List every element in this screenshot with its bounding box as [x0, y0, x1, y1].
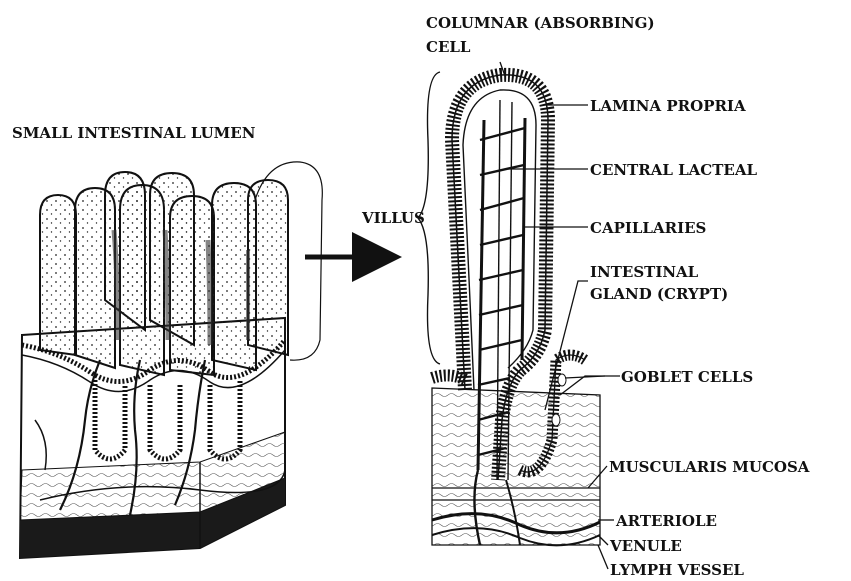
label-lamina-propria: LAMINA PROPRIA	[590, 97, 746, 115]
villi-group	[40, 162, 322, 375]
label-muscularis-mucosa: MUSCULARIS MUCOSA	[609, 458, 809, 476]
label-venule: VENULE	[610, 537, 682, 555]
label-arteriole: ARTERIOLE	[616, 512, 717, 530]
villus-detail	[418, 72, 600, 545]
label-columnar-cell-line1: COLUMNAR (ABSORBING)	[426, 14, 655, 32]
label-lymph-vessel: LYMPH VESSEL	[610, 561, 744, 579]
label-villus: VILLUS	[362, 209, 425, 227]
label-central-lacteal: CENTRAL LACTEAL	[590, 161, 757, 179]
label-goblet-cells: GOBLET CELLS	[621, 368, 753, 386]
label-capillaries: CAPILLARIES	[590, 219, 706, 237]
label-columnar-cell-line2: CELL	[426, 38, 470, 56]
label-intestinal-gland-line1: INTESTINAL	[590, 263, 698, 281]
label-intestinal-gland-line2: GLAND (CRYPT)	[590, 285, 728, 303]
label-small-intestinal-lumen: SMALL INTESTINAL LUMEN	[12, 124, 255, 142]
